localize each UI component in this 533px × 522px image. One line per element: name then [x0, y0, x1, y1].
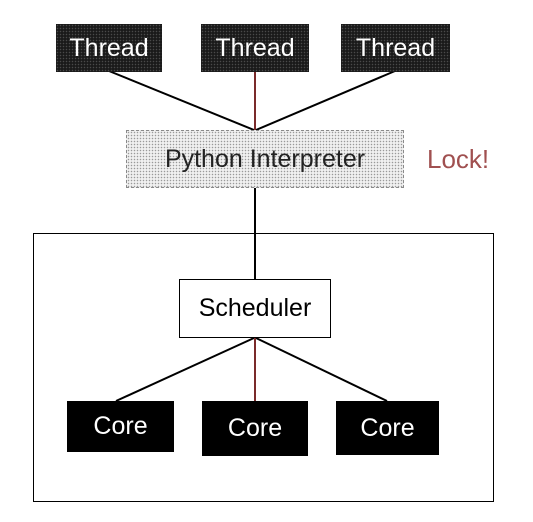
connector-scheduler-core-1: [115, 337, 255, 402]
thread-node-3: Thread: [341, 24, 450, 72]
python-interpreter-node: Python Interpreter: [126, 130, 404, 188]
lock-label: Lock!: [427, 144, 490, 174]
connector-thread-1-interpreter: [108, 70, 255, 131]
connector-scheduler-core-3: [255, 337, 388, 402]
thread-node-2: Thread: [201, 24, 309, 72]
connector-thread-3-interpreter: [255, 70, 396, 131]
core-node-1: Core: [67, 401, 174, 452]
core-node-3: Core: [336, 401, 439, 455]
core-node-2: Core: [202, 401, 308, 456]
thread-node-1: Thread: [56, 24, 162, 72]
scheduler-node: Scheduler: [179, 279, 331, 338]
system-frame: [33, 233, 494, 502]
